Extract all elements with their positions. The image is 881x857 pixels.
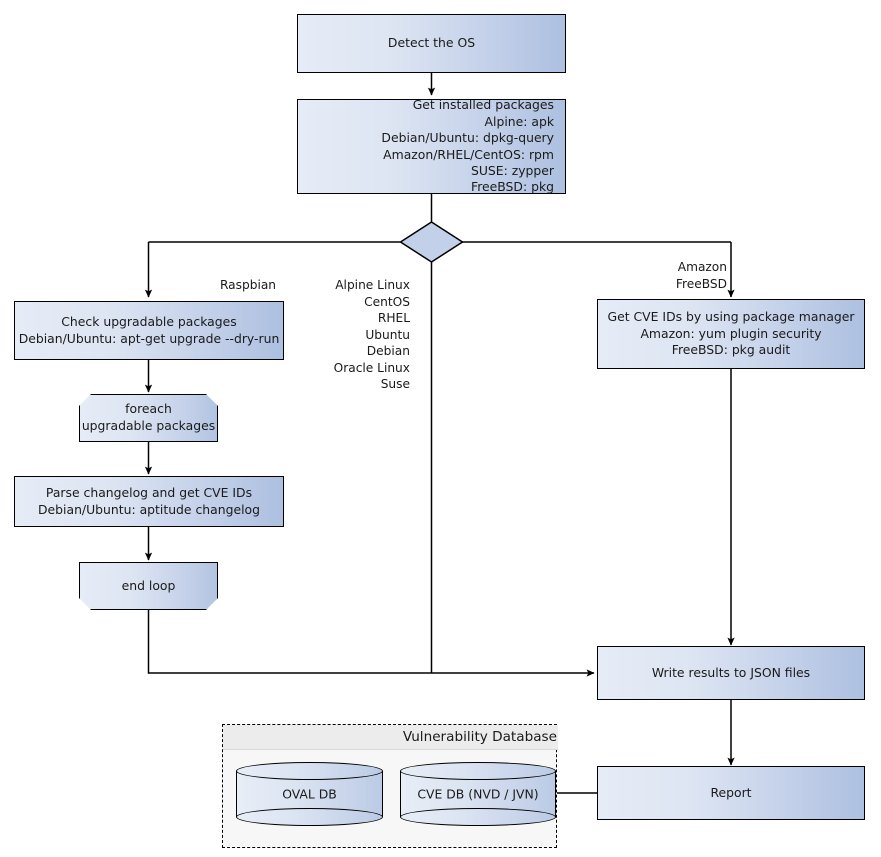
node-get-installed-packages-label: Get installed packages Alpine: apk Debia… (381, 97, 554, 195)
db-cylinder-oval-bottom (236, 808, 383, 826)
db-cylinder-oval[interactable]: OVAL DB (236, 762, 383, 826)
node-detect-os[interactable]: Detect the OS (297, 14, 566, 73)
edge-endloop-to-write (147, 610, 595, 677)
vulnerability-database-group-header: Vulnerability Database (223, 725, 558, 750)
node-write-results[interactable]: Write results to JSON files (597, 646, 865, 700)
node-check-upgradable-packages-label: Check upgradable packages Debian/Ubuntu:… (18, 314, 280, 346)
node-end-loop[interactable]: end loop (79, 562, 218, 610)
vulnerability-database-group-title: Vulnerability Database (402, 729, 557, 745)
node-get-cve-ids[interactable]: Get CVE IDs by using package manager Ama… (597, 299, 865, 369)
decision-diamond (399, 221, 464, 263)
node-parse-changelog[interactable]: Parse changelog and get CVE IDs Debian/U… (14, 476, 284, 527)
db-cylinder-oval-top (236, 762, 383, 780)
edge-label-raspbian-text: Raspbian (219, 278, 277, 293)
node-write-results-label: Write results to JSON files (651, 664, 811, 680)
db-cylinder-oval-label: OVAL DB (282, 786, 337, 802)
edge-label-distros-text: Alpine Linux CentOS RHEL Ubuntu Debian O… (333, 278, 410, 392)
node-get-installed-packages[interactable]: Get installed packages Alpine: apk Debia… (297, 97, 566, 195)
db-cylinder-cve-label: CVE DB (NVD / JVN) (417, 786, 539, 802)
edge-label-distros: Alpine Linux CentOS RHEL Ubuntu Debian O… (230, 261, 410, 393)
edge-label-raspbian: Raspbian (158, 261, 338, 294)
node-foreach-loop-start[interactable]: foreach upgradable packages (79, 394, 218, 442)
edge-label-amazon-freebsd: Amazon FreeBSD (547, 243, 727, 292)
db-cylinder-cve[interactable]: CVE DB (NVD / JVN) (400, 762, 556, 826)
node-report[interactable]: Report (597, 766, 865, 820)
node-foreach-loop-start-label: foreach upgradable packages (81, 401, 216, 433)
db-cylinder-cve-top (400, 762, 556, 780)
node-detect-os-label: Detect the OS (387, 35, 476, 51)
edge-label-amazon-freebsd-text: Amazon FreeBSD (675, 260, 727, 291)
node-check-upgradable-packages[interactable]: Check upgradable packages Debian/Ubuntu:… (14, 301, 284, 360)
node-end-loop-label: end loop (121, 577, 176, 593)
node-report-label: Report (710, 784, 752, 800)
node-parse-changelog-label: Parse changelog and get CVE IDs Debian/U… (38, 485, 260, 517)
node-get-cve-ids-label: Get CVE IDs by using package manager Ama… (607, 309, 855, 358)
db-cylinder-cve-bottom (400, 808, 556, 826)
